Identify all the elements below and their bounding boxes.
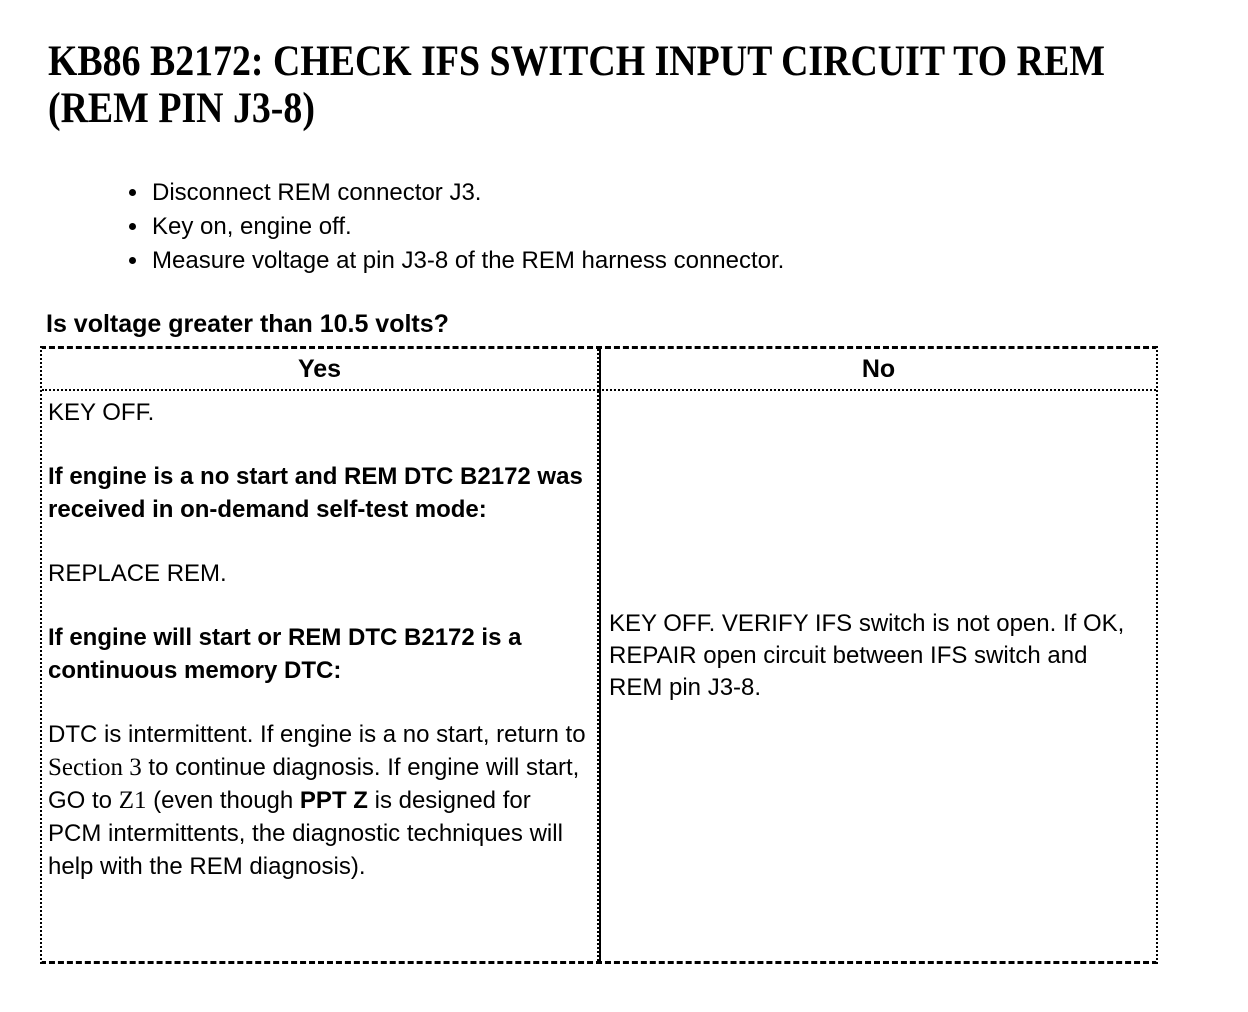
cell-paragraph: DTC is intermittent. If engine is a no s… (48, 718, 589, 883)
decision-table-header-row: Yes No (42, 349, 1156, 391)
decision-question: Is voltage greater than 10.5 volts? (46, 310, 449, 338)
procedure-steps-list: Disconnect REM connector J3.Key on, engi… (150, 176, 1248, 278)
yes-column-header: Yes (42, 349, 599, 391)
text-run: If engine is a no start and REM DTC B217… (48, 463, 583, 523)
text-run: If engine will start or REM DTC B2172 is… (48, 624, 522, 684)
cell-paragraph: If engine will start or REM DTC B2172 is… (48, 621, 589, 687)
cell-paragraph: KEY OFF. (48, 396, 589, 429)
text-run: is designed for PCM intermittents, the d… (48, 787, 563, 880)
procedure-step: Key on, engine off. (150, 210, 1248, 244)
text-run: KEY OFF. VERIFY IFS switch is not open. … (609, 610, 1125, 701)
text-run: DTC is intermittent. If engine is a no s… (48, 721, 586, 748)
text-run: KEY OFF. (48, 399, 155, 426)
text-run: (even though (146, 787, 300, 814)
text-run: Z1 (118, 787, 147, 814)
page-title: KB86 B2172: CHECK IFS SWITCH INPUT CIRCU… (48, 38, 1105, 132)
procedure-step: Measure voltage at pin J3-8 of the REM h… (150, 244, 1248, 278)
no-column-header: No (599, 349, 1156, 391)
text-run: to continue diagnosis. If engine will st… (48, 754, 580, 814)
text-run: REPLACE REM. (48, 560, 227, 587)
cell-paragraph: If engine is a no start and REM DTC B217… (48, 460, 589, 526)
cell-paragraph: REPLACE REM. (48, 557, 589, 590)
decision-table-body-row: KEY OFF. If engine is a no start and REM … (42, 391, 1156, 961)
cell-paragraph: KEY OFF. VERIFY IFS switch is not open. … (609, 608, 1146, 704)
yes-action-cell: KEY OFF. If engine is a no start and REM … (42, 391, 599, 961)
decision-table: Yes No KEY OFF. If engine is a no start a… (40, 346, 1158, 964)
text-run: PPT Z (299, 787, 368, 814)
procedure-step: Disconnect REM connector J3. (150, 176, 1248, 210)
no-action-cell: KEY OFF. VERIFY IFS switch is not open. … (599, 391, 1156, 961)
text-run: Section 3 (48, 754, 142, 781)
